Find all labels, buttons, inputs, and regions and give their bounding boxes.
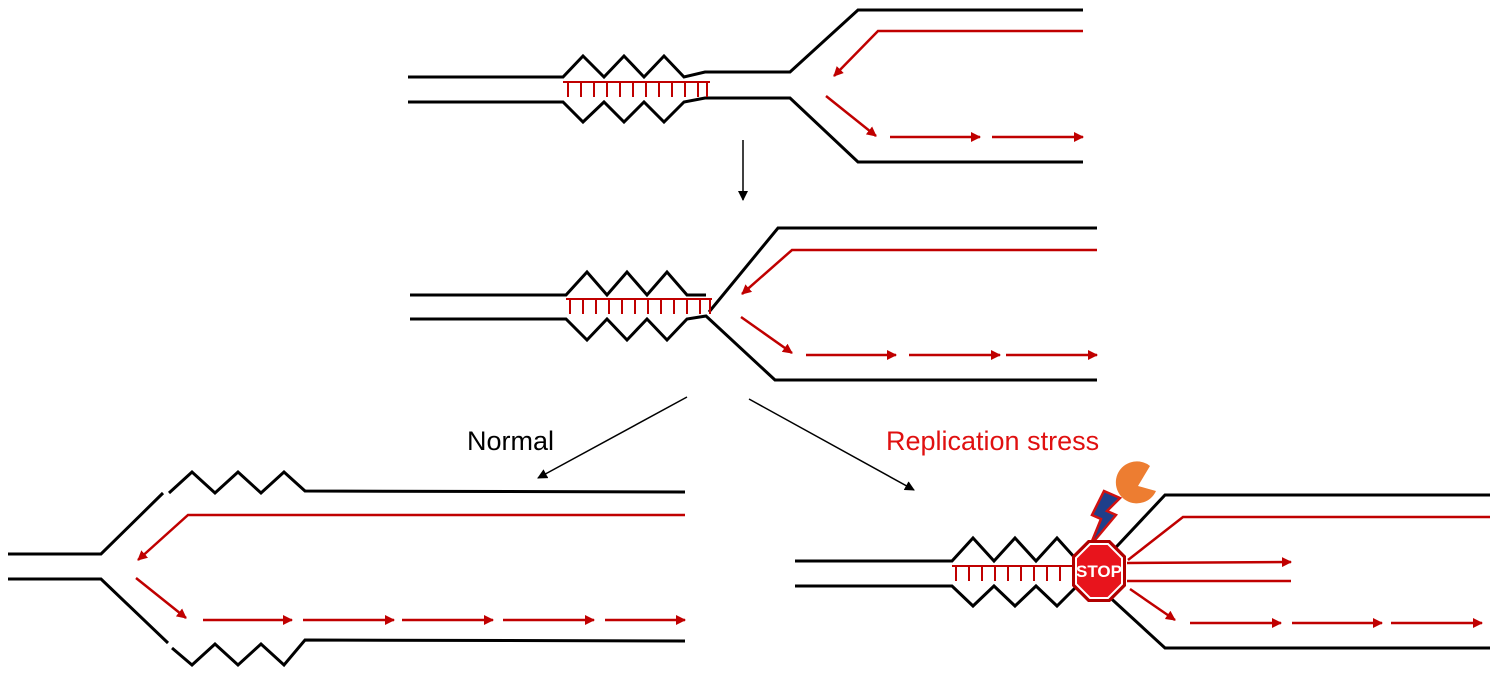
bottom-fork-arm [1102, 590, 1490, 650]
top-fork-arm [1102, 493, 1490, 562]
normal-label: Normal [467, 426, 554, 456]
replication-stress-label: Replication stress [886, 426, 1099, 456]
top-parental-strand [795, 535, 1077, 564]
bottom-parental-strand [795, 583, 1077, 609]
t-hairpin-repeat [563, 81, 710, 97]
leading-strand-outer [1127, 515, 1490, 561]
okazaki-fragment [825, 95, 877, 137]
panel-top-fork [408, 8, 1084, 164]
stress-branch-arrow [748, 398, 915, 491]
stop-sign-icon: STOP [1072, 540, 1126, 602]
top-parental-strand [410, 269, 706, 298]
stop-sign-label: STOP [1076, 562, 1122, 581]
lightning-bolt-icon [1088, 489, 1123, 547]
top-parental-strand [408, 8, 1083, 80]
bottom-parental-strand [408, 96, 1083, 164]
bottom-parental-strand [8, 577, 170, 645]
okazaki-fragment [1129, 587, 1176, 622]
panel-normal-fork [8, 469, 686, 668]
okazaki-fragment [135, 577, 187, 619]
top-daughter-strand-hairpin [167, 469, 686, 496]
panel-stress-fork: STOP [795, 461, 1490, 650]
bottom-daughter-strand-hairpin [171, 638, 686, 668]
top-parental-strand-arm [707, 226, 1097, 313]
pacman-protein-icon [1115, 461, 1156, 504]
normal-branch-arrow [537, 396, 688, 479]
top-parental-strand [8, 491, 165, 556]
okazaki-fragment [740, 315, 793, 355]
t-hairpin-repeat [566, 298, 712, 314]
leading-strand [137, 513, 685, 561]
leading-strand [741, 248, 1097, 295]
stalled-nascent-strand [1126, 557, 1292, 568]
t-hairpin-repeat [952, 565, 1075, 581]
leading-strand [833, 29, 1083, 77]
bottom-parental-strand [410, 314, 1097, 382]
panel-middle-fork [410, 226, 1098, 382]
